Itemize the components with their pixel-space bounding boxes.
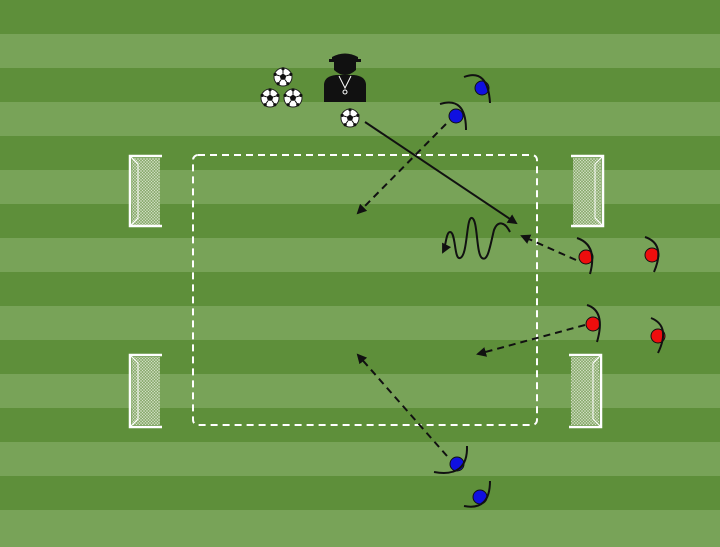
pass-arrow-bottom-blue bbox=[356, 353, 448, 457]
playing-area-boundary bbox=[192, 154, 538, 426]
goal-bottom-left bbox=[128, 353, 162, 429]
blue-player bbox=[463, 480, 491, 508]
red-player bbox=[644, 236, 660, 273]
pass-arrow-red-lower bbox=[476, 324, 586, 357]
dribble-arrow bbox=[442, 216, 511, 260]
blue-player bbox=[439, 101, 467, 131]
blue-player bbox=[433, 445, 469, 474]
blue-player bbox=[463, 74, 491, 104]
red-player bbox=[650, 317, 666, 354]
goal-top-left bbox=[128, 154, 162, 228]
pass-arrow-red-upper bbox=[520, 234, 577, 261]
red-player bbox=[585, 304, 601, 343]
coach-pass-arrow bbox=[364, 121, 518, 225]
goal-bottom-right bbox=[569, 353, 603, 429]
goal-top-right bbox=[571, 154, 605, 228]
coach-icon bbox=[324, 53, 366, 102]
pass-arrow-top-blue bbox=[356, 123, 447, 215]
red-player bbox=[576, 237, 594, 275]
